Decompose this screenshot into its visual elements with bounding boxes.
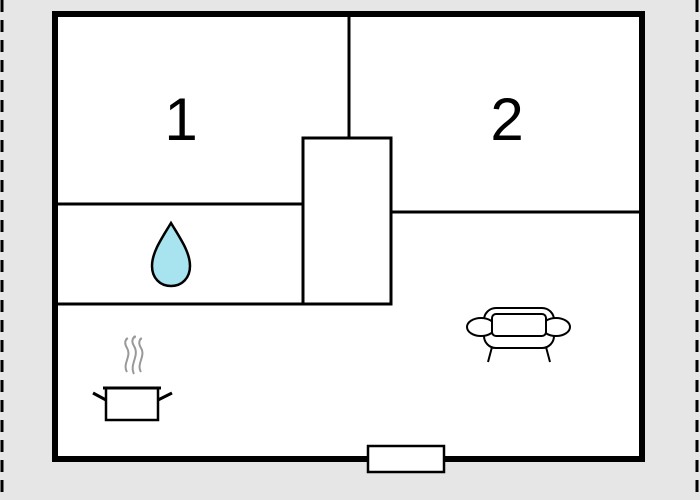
sofa-icon (466, 307, 571, 363)
outer-wall (52, 11, 645, 462)
water-drop-icon (150, 220, 192, 288)
cooking-pot-icon (92, 335, 173, 422)
room-2-label: 2 (490, 86, 523, 153)
entrance-door[interactable] (366, 444, 446, 474)
chimney-block (301, 136, 393, 306)
room-1-label: 1 (164, 86, 197, 153)
